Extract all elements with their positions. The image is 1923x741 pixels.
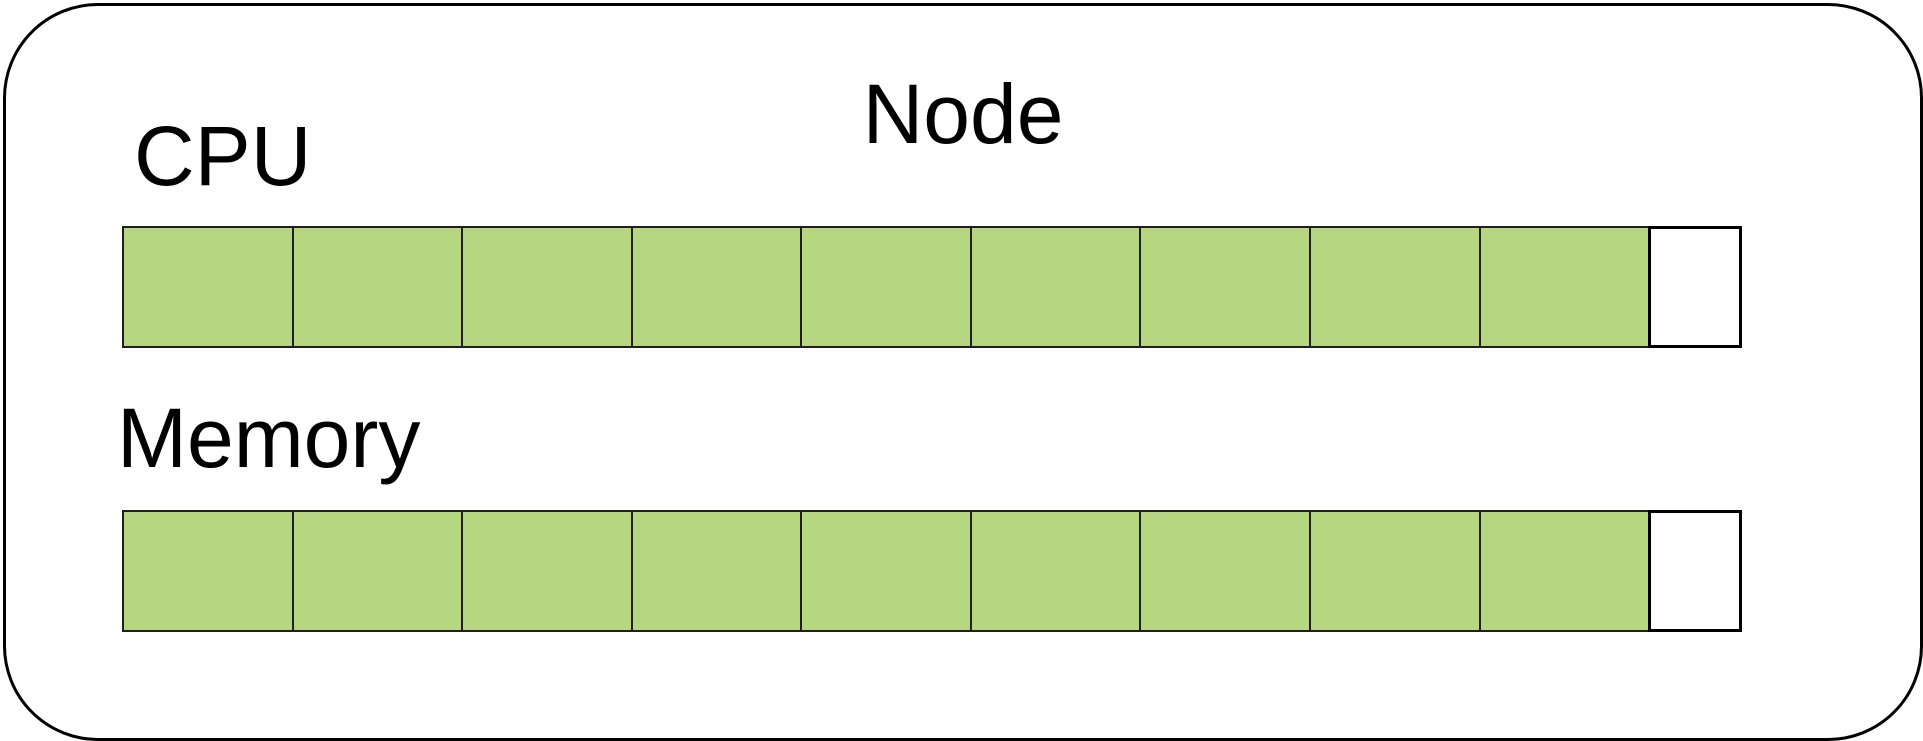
cpu-label: CPU (134, 109, 312, 203)
memory-used-segment (461, 510, 633, 632)
cpu-used-segment (291, 226, 464, 348)
node-title: Node (862, 67, 1064, 161)
memory-used-segment (1308, 510, 1481, 632)
memory-used-segment (969, 510, 1142, 632)
cpu-free-segment (1648, 226, 1743, 348)
memory-capacity-bar (122, 510, 1743, 632)
cpu-used-segment (1308, 226, 1481, 348)
cpu-used-segment (1139, 226, 1311, 348)
memory-used-segment (630, 510, 803, 632)
cpu-used-segment (630, 226, 803, 348)
memory-used-segment (1139, 510, 1311, 632)
memory-label: Memory (117, 391, 421, 485)
cpu-used-segment (122, 226, 294, 348)
cpu-capacity-bar (122, 226, 1743, 348)
memory-used-segment (1478, 510, 1651, 632)
memory-used-segment (291, 510, 464, 632)
node-container: Node CPU Memory (3, 3, 1923, 741)
memory-used-segment (800, 510, 972, 632)
cpu-used-segment (1478, 226, 1651, 348)
memory-free-segment (1648, 510, 1743, 632)
cpu-used-segment (800, 226, 972, 348)
memory-used-segment (122, 510, 294, 632)
cpu-used-segment (969, 226, 1142, 348)
cpu-used-segment (461, 226, 633, 348)
